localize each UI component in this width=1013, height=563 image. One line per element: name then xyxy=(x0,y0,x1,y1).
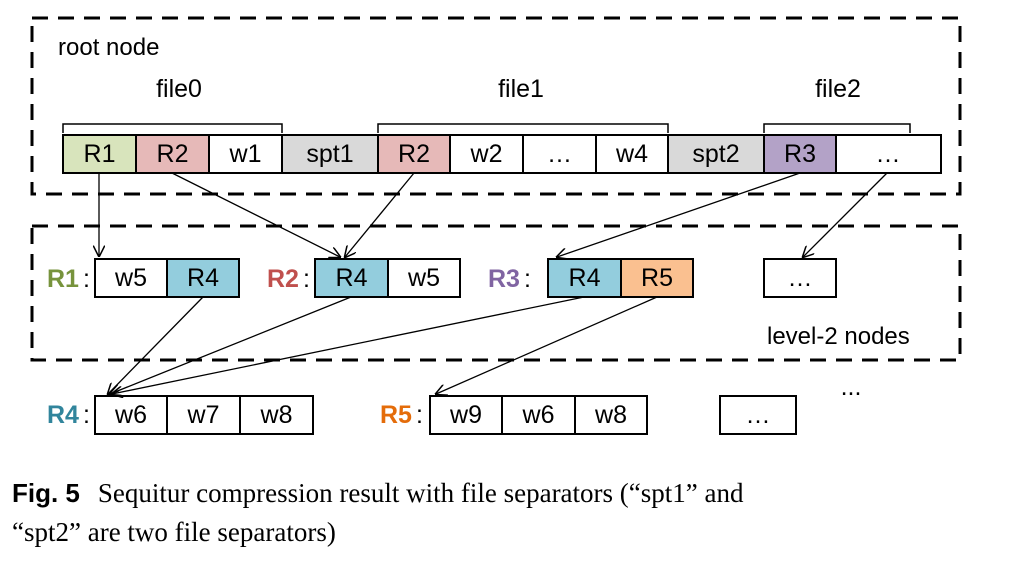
rule-r1-colon: : xyxy=(83,265,90,293)
root-cell-spt2 xyxy=(667,134,765,174)
rule-r4-colon: : xyxy=(83,401,90,429)
caption-line-2: “spt2” are two file separators) xyxy=(12,517,336,547)
rule-r2-cell-r4 xyxy=(314,258,389,298)
rule-r3-cell-r5 xyxy=(620,258,694,298)
rule-r4-cell-w8 xyxy=(239,395,314,435)
rule-r5-label: R5 xyxy=(380,401,412,429)
root-cell-r2b-text: R2 xyxy=(398,140,430,168)
caption-text-1: Sequitur compression result with file se… xyxy=(98,478,744,508)
rule-r5: R5 : w9 w6 w8 xyxy=(380,395,648,435)
arrows xyxy=(99,172,888,394)
rule-r1-label: R1 xyxy=(47,265,79,293)
level3-more-cell xyxy=(719,395,797,435)
rule-r1-cell-w5 xyxy=(94,258,168,298)
figure-caption: Fig. 5 Sequitur compression result with … xyxy=(12,478,744,547)
arrow-ellipsis-to-level2-more xyxy=(803,172,888,257)
file-bracket-2 xyxy=(763,123,911,133)
rule-r5-cell-w9-text: w9 xyxy=(449,401,482,429)
rule-r5-cell-w8 xyxy=(574,395,648,435)
root-cell-r3-text: R3 xyxy=(784,140,816,168)
rule-r1-cell-r4-text: R4 xyxy=(187,264,219,292)
root-cell-ellipsis1-text: … xyxy=(547,140,572,168)
rule-r1: R1 : w5 R4 xyxy=(47,258,240,298)
root-cell-ellipsis1 xyxy=(522,134,597,174)
rule-r4: R4 : w6 w7 w8 xyxy=(47,395,314,435)
rule-r2-label: R2 xyxy=(267,265,299,293)
arrow-r1-r4-to-rule-r4 xyxy=(108,296,204,394)
rule-r3-cell-r4-text: R4 xyxy=(569,264,601,292)
rule-r2-cell-r4-text: R4 xyxy=(336,264,368,292)
level2-more-node: … xyxy=(763,258,837,298)
file-label-0: file0 xyxy=(156,75,202,103)
arrow-r2b-to-rule-r2 xyxy=(345,172,415,257)
file-label-2: file2 xyxy=(815,75,861,103)
arrow-r2-to-rule-r2 xyxy=(171,172,340,257)
root-cell-ellipsis2 xyxy=(835,134,942,174)
rule-r2: R2 : R4 w5 xyxy=(267,258,461,298)
file-bracket-1 xyxy=(377,123,669,133)
root-cell-ellipsis2-text: … xyxy=(876,140,901,168)
root-cell-r1-text: R1 xyxy=(84,140,116,168)
level2-nodes-label: level-2 nodes xyxy=(767,323,910,350)
file-label-1: file1 xyxy=(498,75,544,103)
rule-r4-cell-w6-text: w6 xyxy=(114,401,147,429)
rule-r3-colon: : xyxy=(524,265,531,293)
arrow-r3-r5-to-rule-r5 xyxy=(436,296,658,394)
root-node-region xyxy=(30,16,962,196)
rule-r4-cell-w6 xyxy=(94,395,168,435)
arrow-r3-to-rule-r3 xyxy=(557,172,801,257)
root-cell-spt2-text: spt2 xyxy=(692,140,739,168)
arrow-r3-r4-to-rule-r4 xyxy=(112,296,585,394)
root-cell-spt1-text: spt1 xyxy=(306,140,353,168)
root-cell-w2-text: w2 xyxy=(470,140,503,168)
caption-fig-label: Fig. 5 xyxy=(12,478,80,508)
rule-r1-cell-w5-text: w5 xyxy=(114,264,147,292)
rule-r2-colon: : xyxy=(303,265,310,293)
rule-r5-cell-w8-text: w8 xyxy=(594,401,627,429)
rule-r1-cell-r4 xyxy=(166,258,240,298)
rule-r3-cell-r5-text: R5 xyxy=(641,264,673,292)
root-cell-w2 xyxy=(449,134,524,174)
root-node: R1 R2 w1 spt1 R2 w2 … w4 spt2 R3 … xyxy=(62,134,942,174)
rule-r4-label: R4 xyxy=(47,401,79,429)
rule-r2-cell-w5-text: w5 xyxy=(407,264,440,292)
arrow-r2-r4-to-rule-r4 xyxy=(110,296,352,394)
root-cell-w1-text: w1 xyxy=(229,140,262,168)
root-cell-w4-text: w4 xyxy=(615,140,648,168)
level2-more-cell-text: … xyxy=(788,264,813,292)
root-cell-r2-text: R2 xyxy=(157,140,189,168)
level3-more-cell-text: … xyxy=(746,401,771,429)
rule-r3: R3 : R4 R5 xyxy=(488,258,694,298)
rule-r5-colon: : xyxy=(416,401,423,429)
root-node-label: root node xyxy=(58,34,159,61)
rule-r4-cell-w8-text: w8 xyxy=(260,401,293,429)
caption-line-1: Fig. 5 Sequitur compression result with … xyxy=(12,478,744,508)
rule-r3-label: R3 xyxy=(488,265,520,293)
level2-more-cell xyxy=(763,258,837,298)
rule-r5-cell-w6-text: w6 xyxy=(522,401,555,429)
root-cell-w4 xyxy=(595,134,669,174)
level2-nodes-region xyxy=(30,224,962,362)
level3-more-node: … xyxy=(719,395,797,435)
file-bracket-0 xyxy=(62,123,283,133)
rule-r4-cell-w7-text: w7 xyxy=(187,401,220,429)
more-levels-ellipsis: ... xyxy=(841,373,862,401)
rule-r2-cell-w5 xyxy=(387,258,461,298)
